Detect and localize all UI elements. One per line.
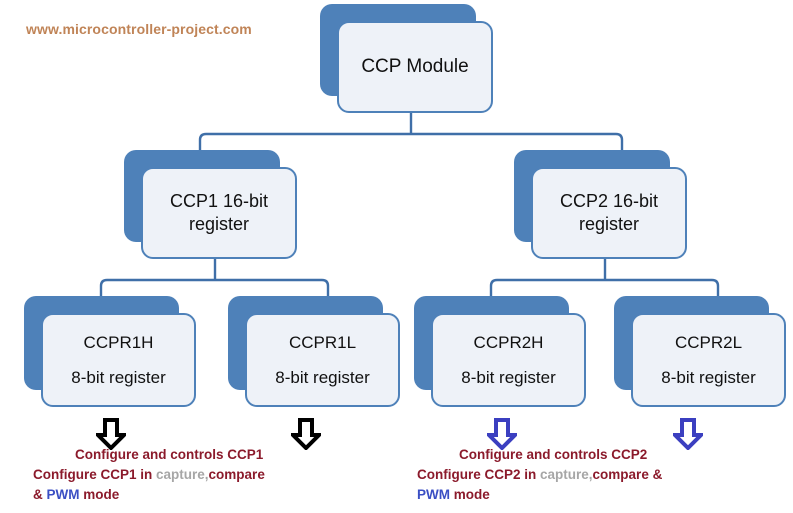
node-label-ccp-module: CCP Module (361, 55, 469, 77)
note-ccp2-line3: PWM mode (417, 485, 662, 505)
node-label-ccp1-line1: CCP1 16-bit (169, 190, 269, 211)
note-ccp1: Configure and controls CCP1 Configure CC… (33, 445, 265, 505)
node-ccpr2l[interactable]: CCPR2L 8-bit register (614, 296, 786, 407)
node-card: CCPR1H 8-bit register (41, 313, 196, 407)
note-ccp1-line2-c: compare (208, 466, 265, 482)
note-ccp1-line1: Configure and controls CCP1 (75, 447, 264, 462)
note-ccp2-line2: Configure CCP2 in capture,compare & (417, 465, 662, 485)
node-label-ccp2-line1: CCP2 16-bit (559, 190, 659, 211)
node-ccp-module[interactable]: CCP Module (320, 4, 493, 113)
note-ccp2-line2-b: capture, (540, 466, 593, 482)
note-ccp1-line3-c: mode (79, 486, 120, 502)
node-label-ccpr2h-subtitle: 8-bit register (461, 367, 556, 387)
node-ccpr1l[interactable]: CCPR1L 8-bit register (228, 296, 400, 407)
watermark-text: www.microcontroller-project.com (26, 21, 252, 37)
node-label-ccpr1h-subtitle: 8-bit register (71, 367, 166, 387)
node-label-ccp2-line2: register (578, 214, 640, 234)
note-ccp2: Configure and controls CCP2 Configure CC… (417, 445, 662, 505)
down-arrow-icon-ccpr2l (673, 418, 703, 450)
down-arrow-icon-ccpr1h (96, 418, 126, 450)
node-card: CCP Module (337, 21, 493, 113)
note-ccp1-line2-b: capture, (156, 466, 209, 482)
node-card: CCPR2L 8-bit register (631, 313, 786, 407)
node-label-ccpr1l-subtitle: 8-bit register (275, 367, 370, 387)
note-ccp2-line2-a: Configure CCP2 in (417, 466, 541, 482)
note-ccp2-line1: Configure and controls CCP2 (459, 447, 648, 462)
node-label-ccpr2l-subtitle: 8-bit register (661, 367, 756, 387)
node-card: CCPR1L 8-bit register (245, 313, 400, 407)
note-ccp2-line2-c: compare & (592, 466, 663, 482)
note-ccp2-line3-c: mode (450, 486, 490, 502)
note-ccp2-line3-b: PWM (417, 486, 450, 502)
node-label-ccp1-line2: register (188, 214, 250, 234)
node-label-ccpr1l-title: CCPR1L (288, 332, 357, 352)
note-ccp1-line2: Configure CCP1 in capture,compare (33, 465, 265, 485)
note-ccp1-line2-a: Configure CCP1 in (33, 466, 157, 482)
note-ccp1-line3: & PWM mode (33, 485, 265, 505)
node-ccp2-register[interactable]: CCP2 16-bit register (514, 150, 687, 259)
node-card: CCP2 16-bit register (531, 167, 687, 259)
node-label-ccpr2h-title: CCPR2H (473, 332, 544, 352)
down-arrow-icon-ccpr1l (291, 418, 321, 450)
node-ccpr2h[interactable]: CCPR2H 8-bit register (414, 296, 586, 407)
node-card: CCPR2H 8-bit register (431, 313, 586, 407)
node-label-ccpr1h-title: CCPR1H (83, 332, 154, 352)
note-ccp1-line3-a: & (33, 486, 47, 502)
down-arrow-icon-ccpr2h (487, 418, 517, 450)
note-ccp1-line3-b: PWM (46, 486, 80, 502)
node-card: CCP1 16-bit register (141, 167, 297, 259)
node-ccpr1h[interactable]: CCPR1H 8-bit register (24, 296, 196, 407)
node-ccp1-register[interactable]: CCP1 16-bit register (124, 150, 297, 259)
node-label-ccpr2l-title: CCPR2L (674, 332, 743, 352)
